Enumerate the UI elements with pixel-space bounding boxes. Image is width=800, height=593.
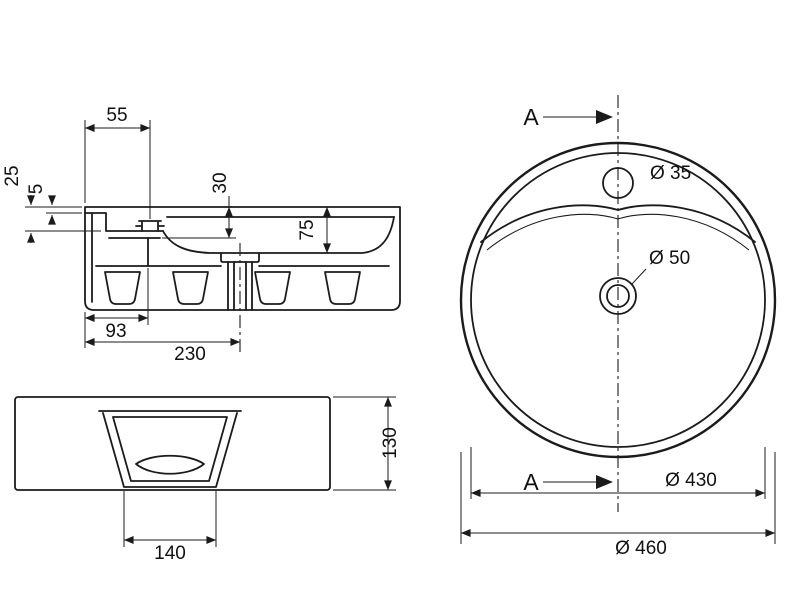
front-view: 130 140 <box>14 396 401 564</box>
dim-label-30: 30 <box>210 172 231 193</box>
dimension-55: 55 <box>84 105 151 219</box>
section-arrow-bottom-icon <box>596 475 613 489</box>
foot-rib-2 <box>172 271 209 305</box>
side-section-view: 55 25 5 30 75 93 <box>2 105 401 365</box>
basin-section-details <box>84 212 395 311</box>
front-outline <box>14 396 331 491</box>
front-drain-boss <box>98 410 242 488</box>
drain-collar-section <box>220 252 260 263</box>
dim-label-130: 130 <box>380 427 401 459</box>
section-cut-bottom: A <box>523 469 613 495</box>
dimension-140: 140 <box>123 491 217 564</box>
dim-label-55: 55 <box>106 105 127 126</box>
dimension-130: 130 <box>333 396 401 491</box>
dim-label-5: 5 <box>26 184 47 195</box>
section-label-a-top: A <box>523 104 539 130</box>
dim-label-93: 93 <box>105 321 126 342</box>
foot-rib-3 <box>254 271 291 305</box>
basin-section-outline <box>84 206 401 311</box>
faucet-hole-section <box>135 220 165 232</box>
foot-rib-1 <box>104 271 141 305</box>
dimension-230: 230 <box>84 338 241 365</box>
dim-label-75: 75 <box>297 219 318 240</box>
dim-label-outer-diameter: Ø 460 <box>615 538 667 559</box>
dim-label-faucet-diameter: Ø 35 <box>650 163 691 184</box>
dimension-430: Ø 430 <box>470 447 766 499</box>
foot-rib-4 <box>324 271 361 305</box>
dim-label-25: 25 <box>2 165 23 186</box>
dimension-460: Ø 460 <box>460 452 776 559</box>
drain-pipe-section <box>227 261 253 311</box>
dimension-5: 5 <box>26 184 82 225</box>
dimension-75: 75 <box>297 206 331 254</box>
dim-label-230: 230 <box>174 344 206 365</box>
dim-label-140: 140 <box>154 543 186 564</box>
dimension-30: 30 <box>162 172 236 239</box>
drain-diameter-label: Ø 50 <box>631 248 690 285</box>
dimension-25: 25 <box>2 165 101 243</box>
section-label-a-bottom: A <box>523 469 539 495</box>
top-view: A A Ø 35 Ø 50 Ø 430 Ø 460 <box>459 95 777 559</box>
section-arrow-top-icon <box>596 110 613 124</box>
dim-label-bowl-diameter: Ø 430 <box>665 470 717 491</box>
section-cut-top: A <box>523 104 613 130</box>
dim-label-drain-diameter: Ø 50 <box>649 248 690 269</box>
